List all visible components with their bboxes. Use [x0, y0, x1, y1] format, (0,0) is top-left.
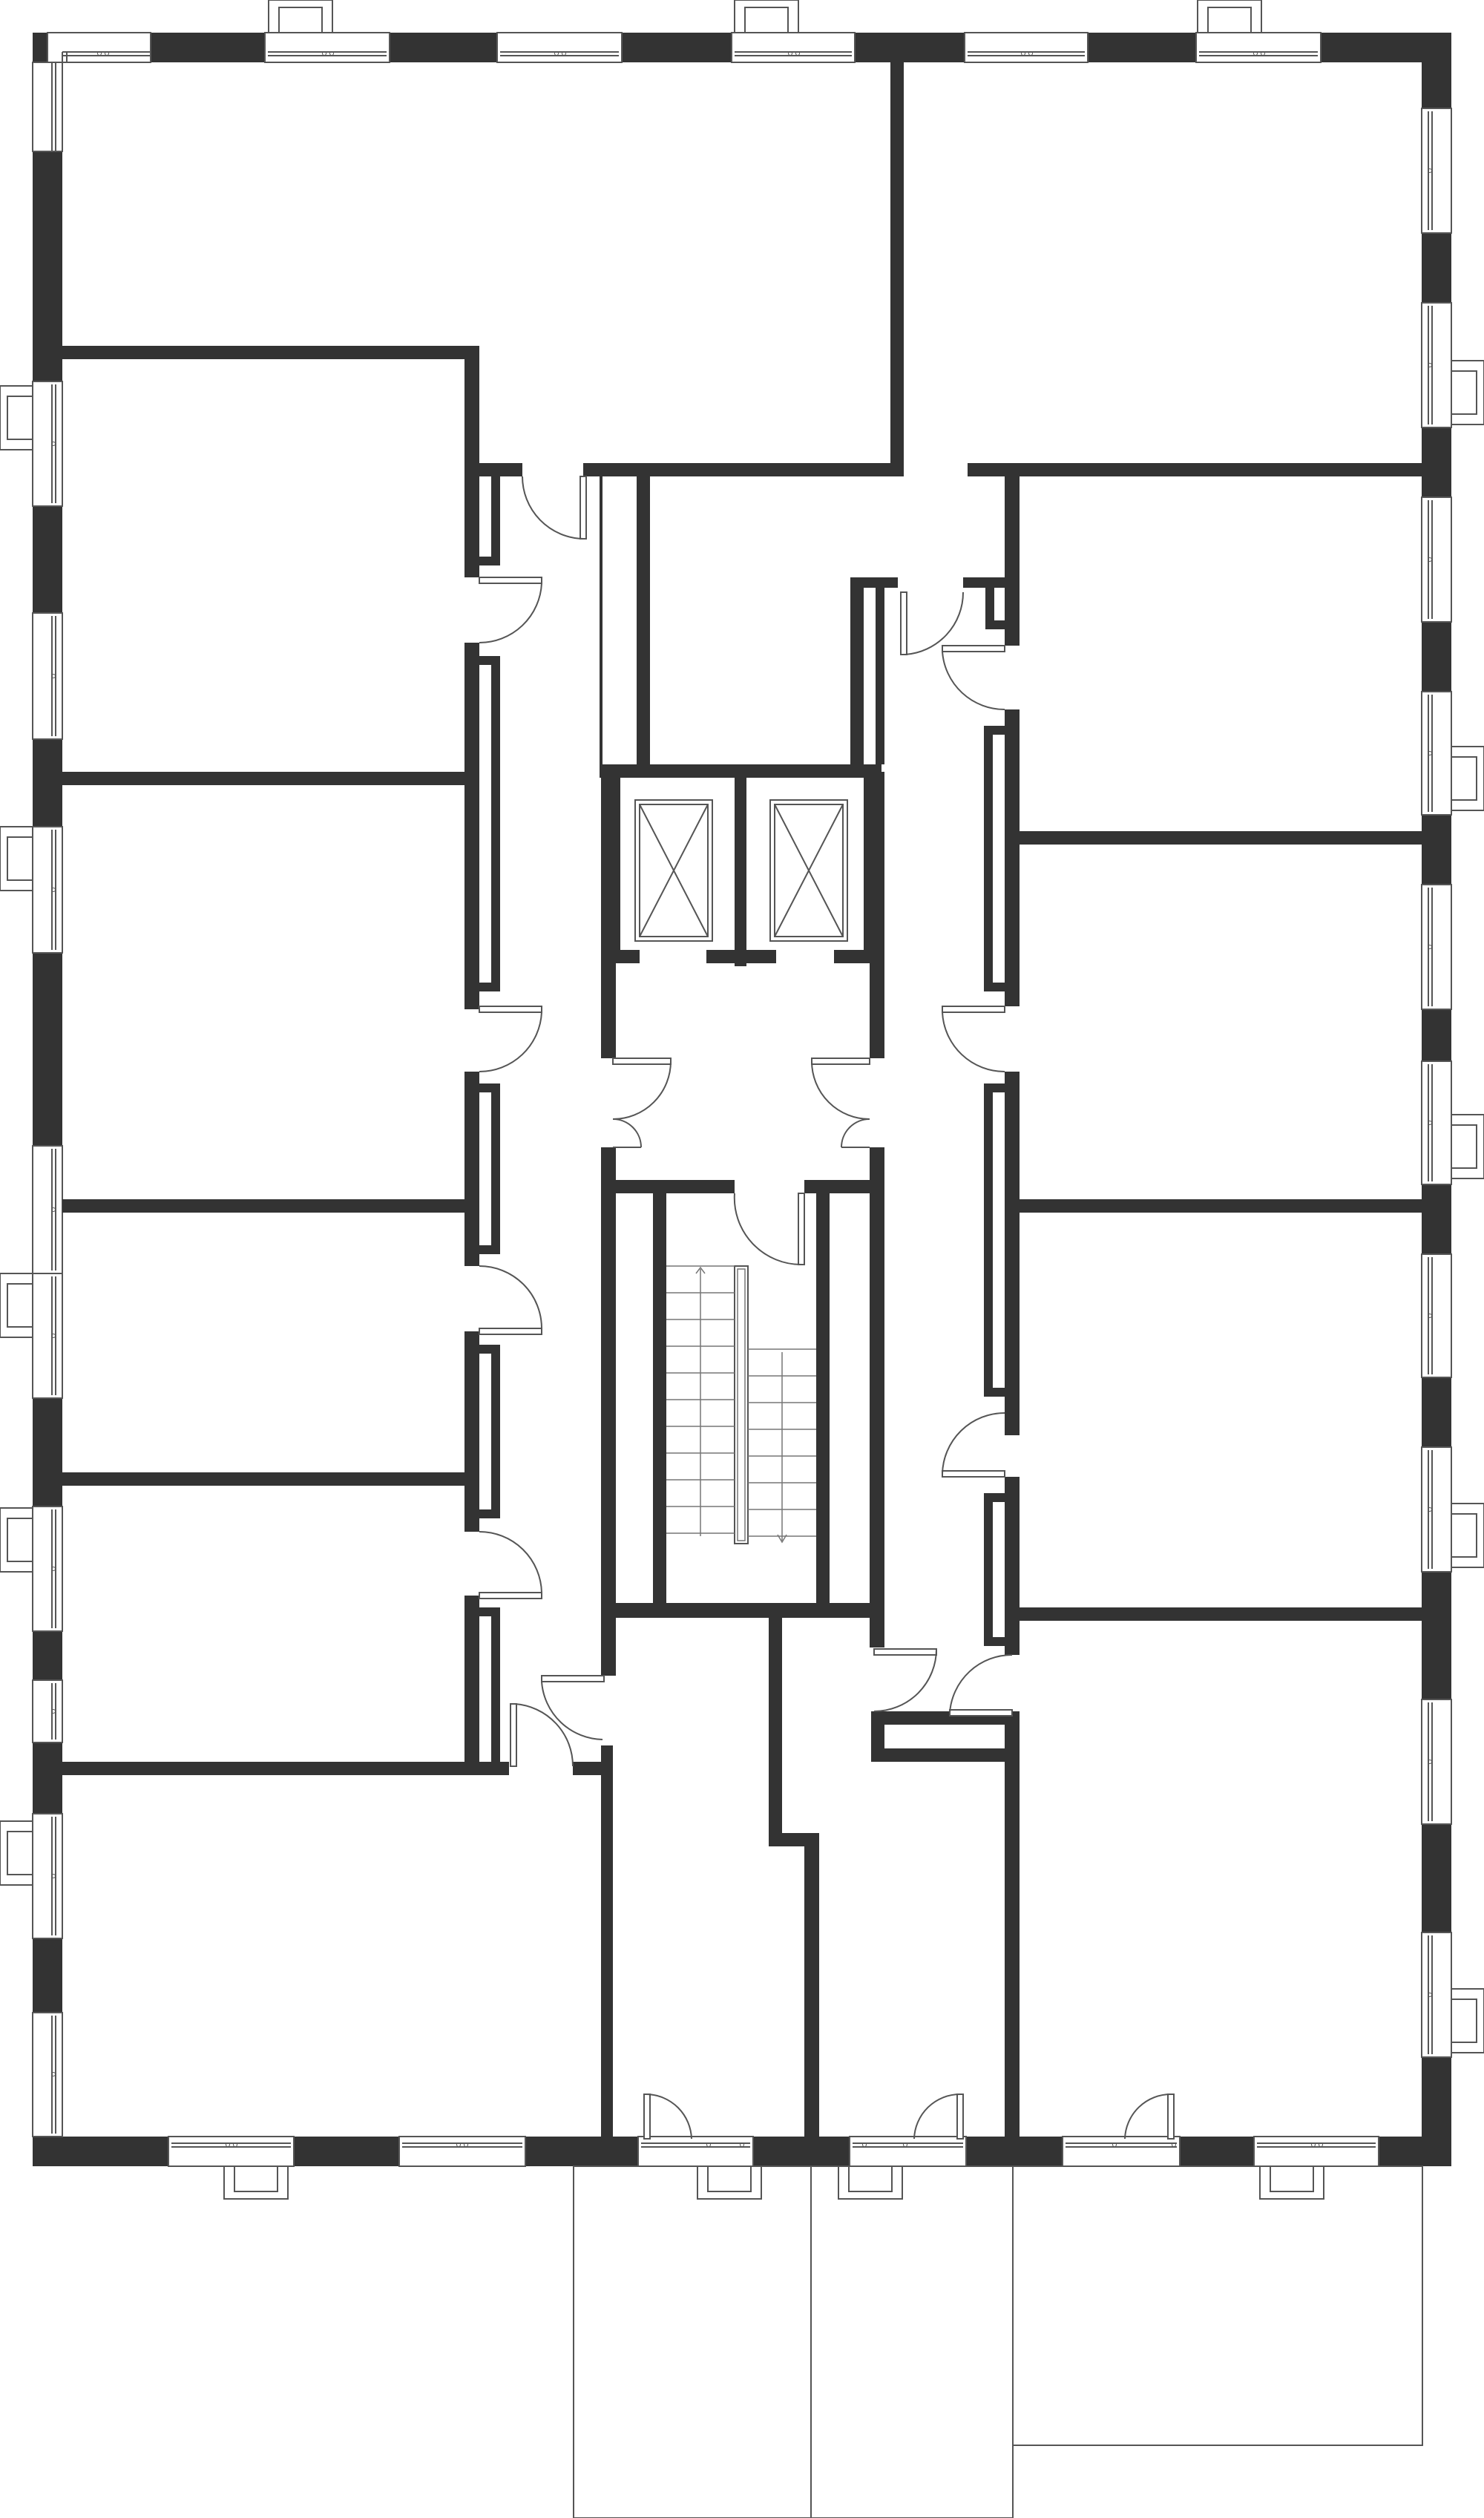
windows [32, 32, 1452, 2167]
elevator-cabin-left [634, 799, 713, 942]
doors [479, 476, 1175, 2140]
interior-walls [62, 62, 1422, 2137]
elevator-cabins [634, 799, 848, 942]
stair-treads-left [666, 1265, 735, 1536]
staircase [666, 1265, 816, 1544]
terraces [573, 2165, 1423, 2518]
elevator-cabin-right [769, 799, 848, 942]
stair-treads-right [748, 1348, 816, 1544]
outer-walls [33, 33, 1451, 2166]
window-ledges [0, 0, 1484, 2200]
